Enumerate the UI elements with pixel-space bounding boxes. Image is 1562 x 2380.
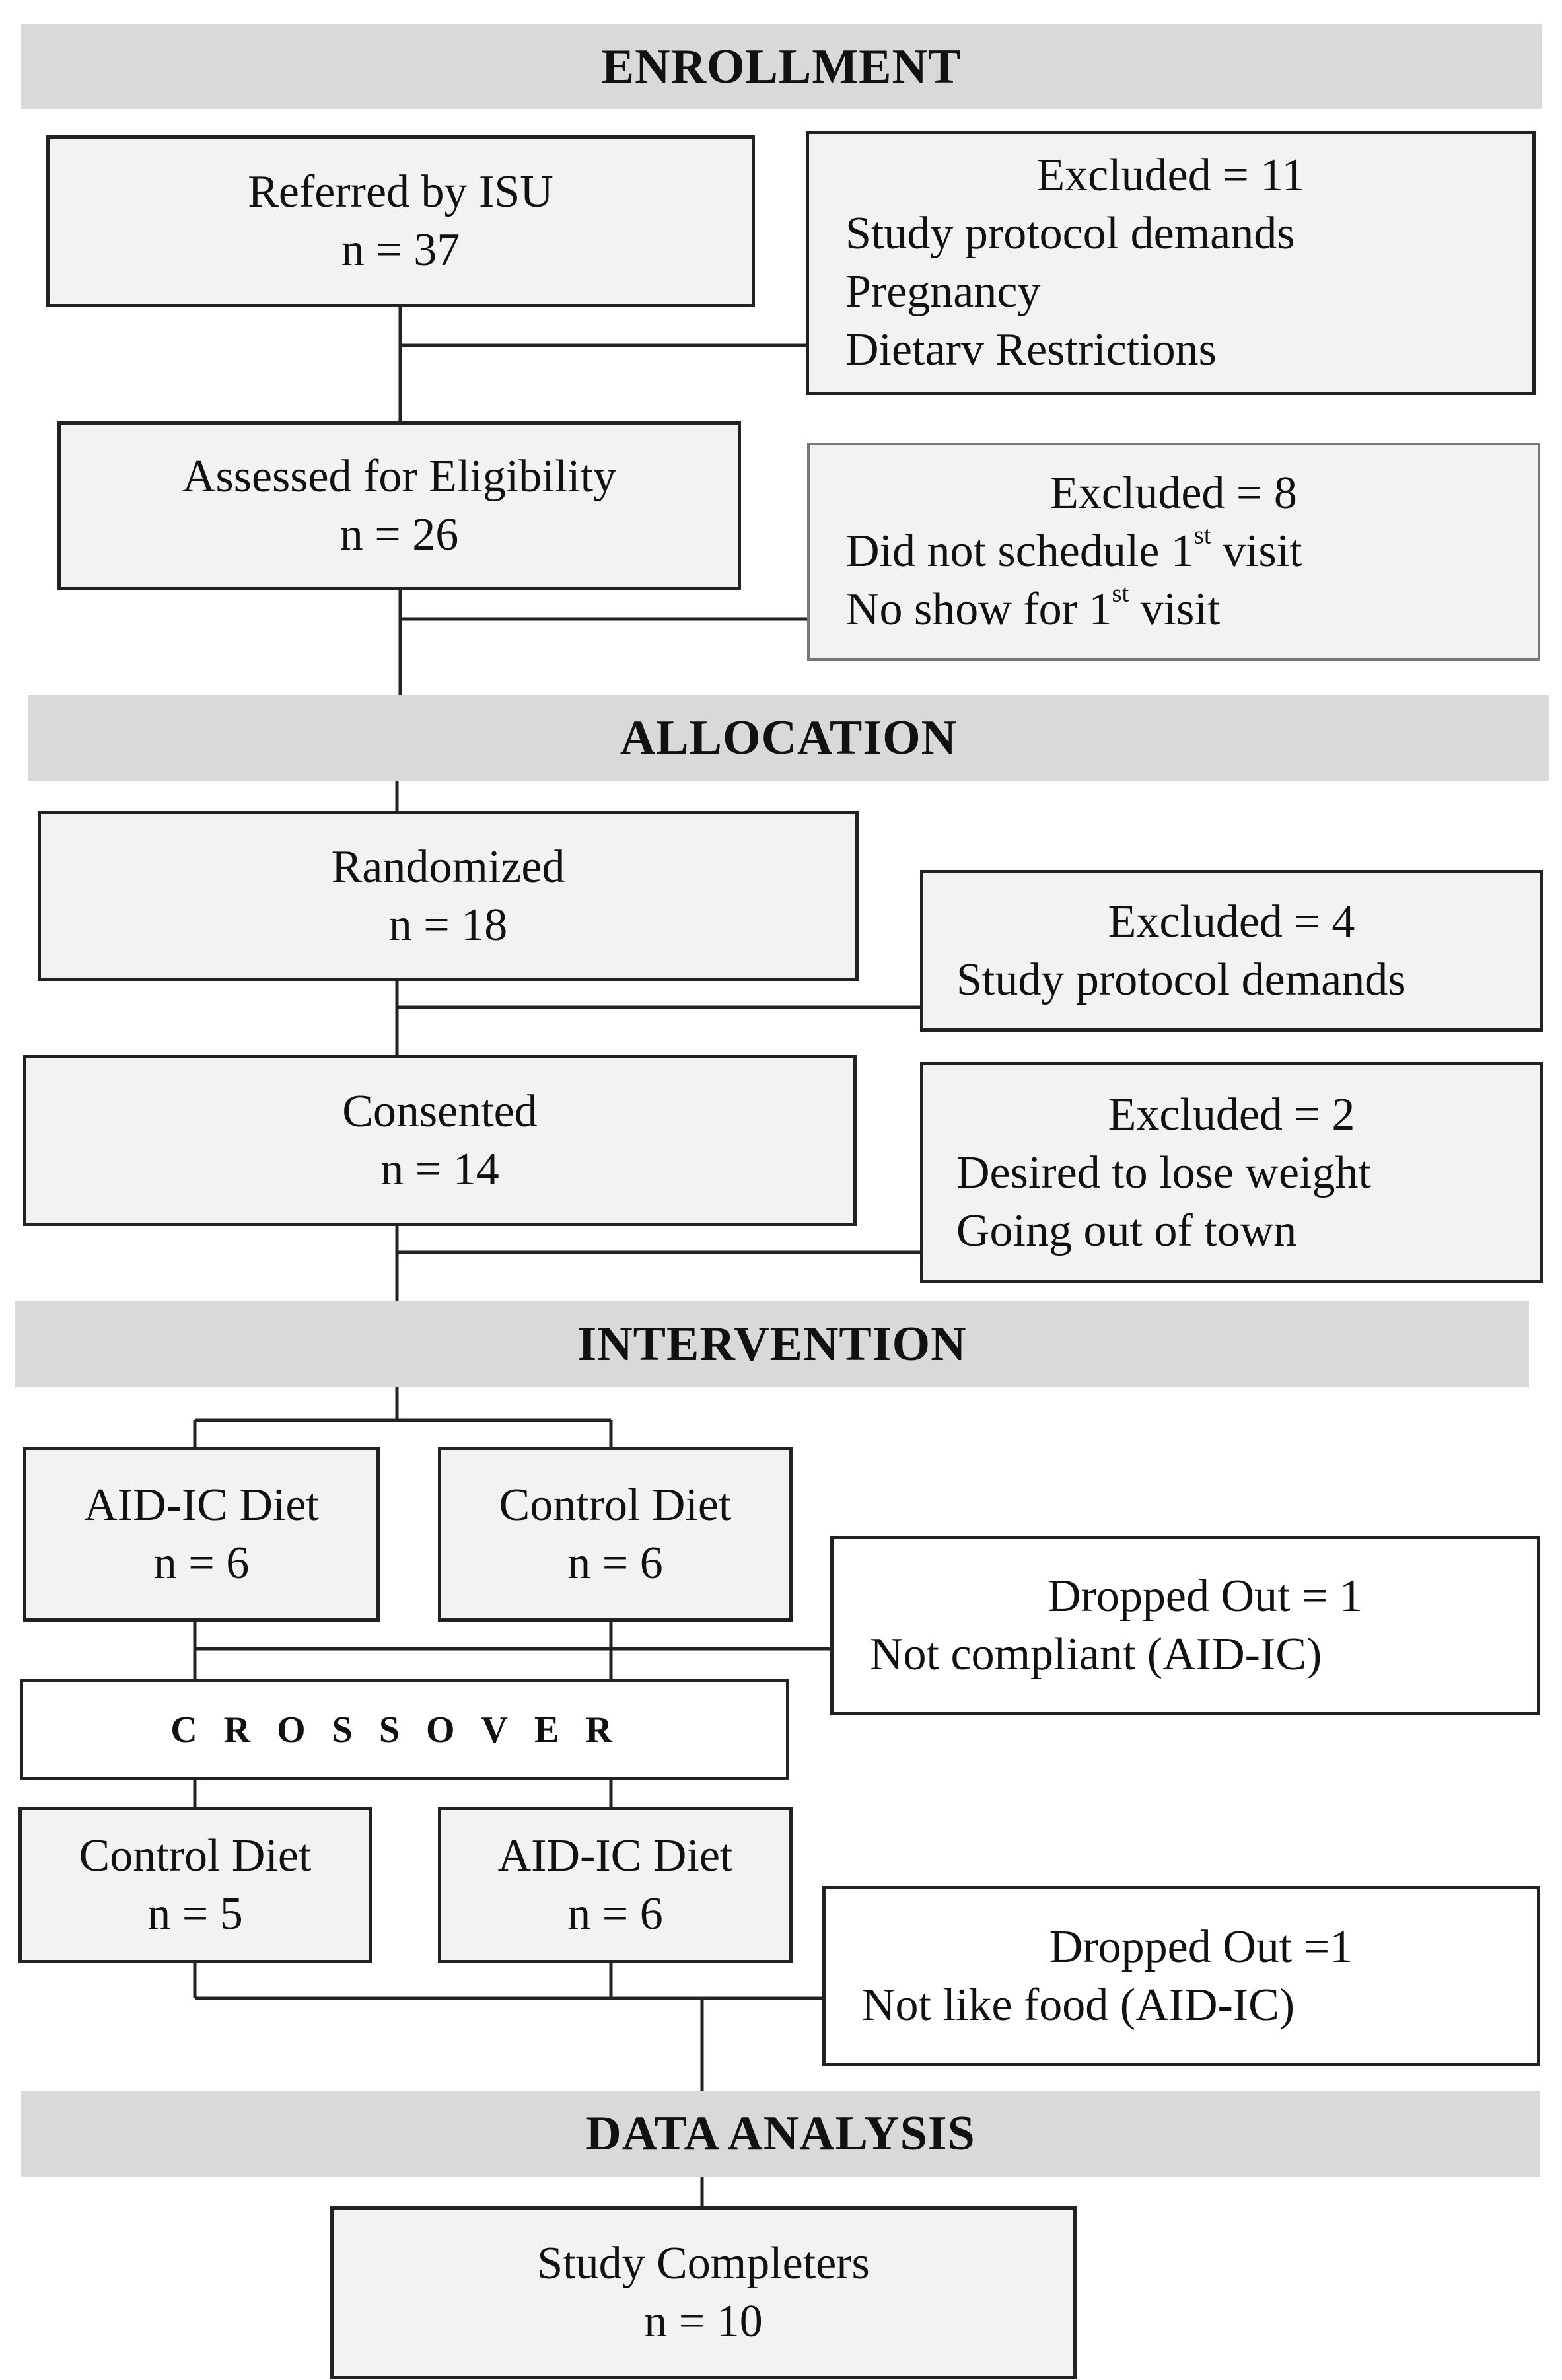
referred-count: n = 37 xyxy=(341,225,460,275)
excluded-count: Excluded = 8 xyxy=(1050,468,1297,519)
completers-label: Study Completers xyxy=(537,2238,870,2289)
arm-box-aid-ic-period-2: AID-IC Diet n = 6 xyxy=(438,1807,793,1963)
section-label: DATA ANALYSIS xyxy=(586,2106,976,2161)
assessed-box: Assessed for Eligibility n = 26 xyxy=(57,421,741,590)
section-label: ALLOCATION xyxy=(620,710,958,765)
randomized-count: n = 18 xyxy=(388,899,508,951)
referred-box: Referred by ISU n = 37 xyxy=(46,135,755,307)
arm-label: AID-IC Diet xyxy=(84,1479,319,1531)
consented-box: Consented n = 14 xyxy=(23,1055,857,1226)
dropped-out-box-1: Dropped Out = 1 Not compliant (AID-IC) xyxy=(830,1536,1540,1715)
section-label: INTERVENTION xyxy=(577,1316,967,1371)
arm-box-control-period-2: Control Diet n = 5 xyxy=(18,1807,372,1963)
arm-box-aid-ic-period-1: AID-IC Diet n = 6 xyxy=(23,1447,380,1622)
crossover-label: CROSSOVER xyxy=(170,1709,639,1750)
exclusion-reason: Dietarv Restrictions xyxy=(845,324,1217,375)
dropped-count: Dropped Out = 1 xyxy=(1047,1571,1363,1622)
randomized-label: Randomized xyxy=(331,841,565,892)
excluded-box-eligibility: Excluded = 8 Did not schedule 1st visit … xyxy=(807,443,1540,661)
assessed-count: n = 26 xyxy=(339,509,459,560)
excluded-box-consented: Excluded = 2 Desired to lose weight Goin… xyxy=(920,1062,1543,1283)
dropout-reason: Not like food (AID-IC) xyxy=(862,1979,1295,2031)
exclusion-reason: Pregnancy xyxy=(845,266,1041,317)
arm-count: n = 6 xyxy=(153,1537,250,1589)
completers-count: n = 10 xyxy=(644,2296,763,2347)
assessed-label: Assessed for Eligibility xyxy=(182,451,617,502)
section-header-data-analysis: DATA ANALYSIS xyxy=(21,2091,1540,2177)
excluded-box-enrollment: Excluded = 11 Study protocol demands Pre… xyxy=(806,131,1536,395)
section-label: ENROLLMENT xyxy=(601,39,962,94)
crossover-box: CROSSOVER xyxy=(20,1679,789,1780)
excluded-box-randomized: Excluded = 4 Study protocol demands xyxy=(920,870,1543,1032)
dropped-out-box-2: Dropped Out =1 Not like food (AID-IC) xyxy=(822,1886,1540,2066)
arm-count: n = 6 xyxy=(567,1888,663,1939)
arm-count: n = 6 xyxy=(567,1537,663,1589)
exclusion-reason: No show for 1st visit xyxy=(846,579,1221,635)
exclusion-reason: Desired to lose weight xyxy=(956,1147,1371,1198)
exclusion-reason: Study protocol demands xyxy=(956,954,1406,1005)
arm-box-control-period-1: Control Diet n = 6 xyxy=(438,1447,793,1622)
section-header-intervention: INTERVENTION xyxy=(15,1301,1529,1387)
exclusion-reason: Did not schedule 1st visit xyxy=(846,521,1302,577)
arm-label: Control Diet xyxy=(79,1830,312,1881)
dropout-reason: Not compliant (AID-IC) xyxy=(870,1629,1322,1680)
arm-label: Control Diet xyxy=(499,1479,732,1531)
excluded-count: Excluded = 4 xyxy=(1108,896,1355,947)
completers-box: Study Completers n = 10 xyxy=(330,2206,1077,2379)
excluded-count: Excluded = 11 xyxy=(1036,150,1305,201)
section-header-allocation: ALLOCATION xyxy=(28,695,1549,781)
excluded-count: Excluded = 2 xyxy=(1108,1089,1355,1140)
arm-label: AID-IC Diet xyxy=(497,1830,733,1881)
consented-label: Consented xyxy=(342,1085,538,1137)
exclusion-reason: Going out of town xyxy=(956,1205,1297,1256)
arm-count: n = 5 xyxy=(147,1888,243,1939)
dropped-count: Dropped Out =1 xyxy=(1049,1921,1353,1972)
referred-label: Referred by ISU xyxy=(248,166,553,217)
consented-count: n = 14 xyxy=(380,1143,499,1195)
exclusion-reason: Study protocol demands xyxy=(845,208,1295,259)
section-header-enrollment: ENROLLMENT xyxy=(21,24,1542,109)
randomized-box: Randomized n = 18 xyxy=(38,811,859,981)
